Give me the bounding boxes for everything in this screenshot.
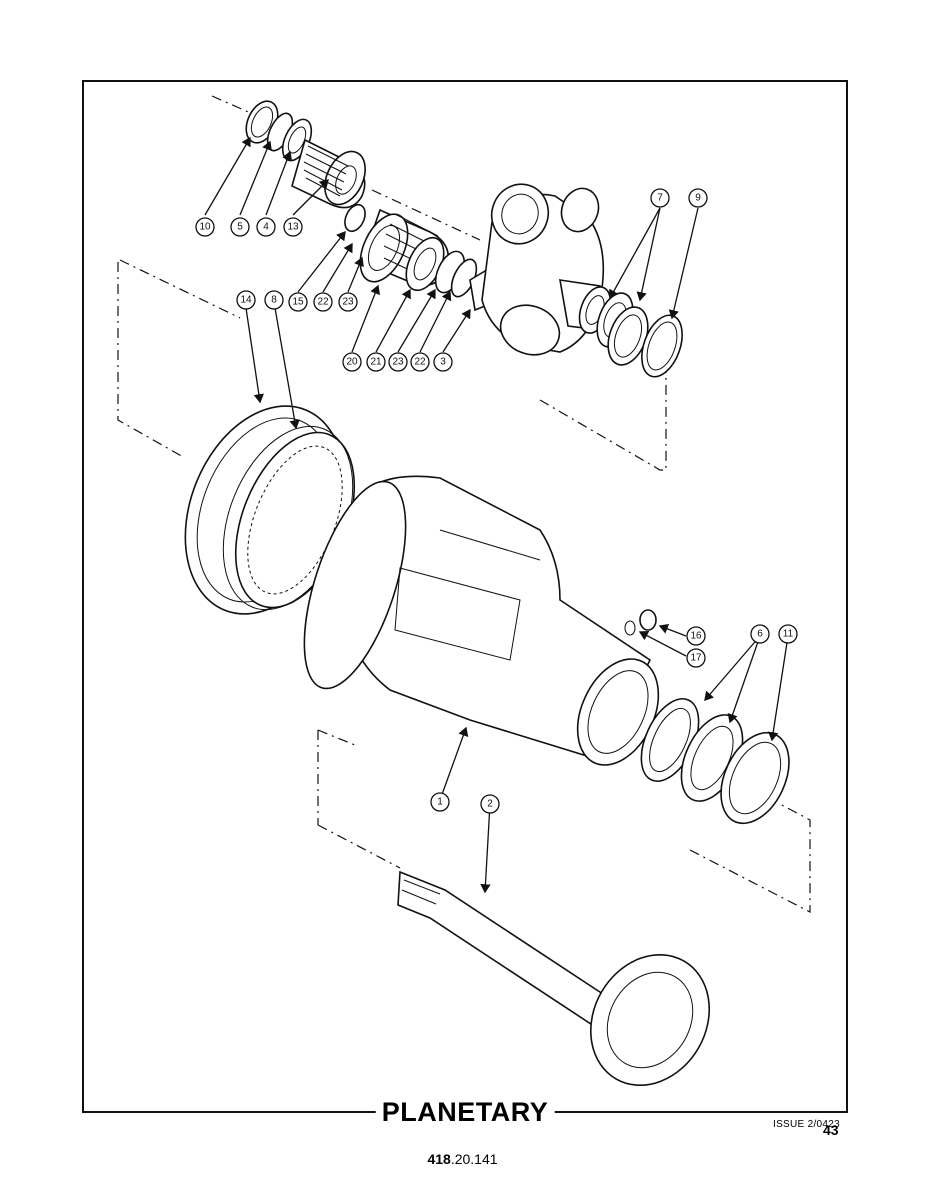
callout-4: 4 bbox=[256, 217, 276, 237]
svg-text:6: 6 bbox=[757, 629, 763, 640]
spacer-rings-22-23 bbox=[434, 250, 478, 298]
svg-text:2: 2 bbox=[487, 799, 493, 810]
svg-text:9: 9 bbox=[695, 193, 701, 204]
axle-shaft-2 bbox=[397, 870, 711, 1087]
svg-text:20: 20 bbox=[346, 357, 358, 368]
callout-22: 22 bbox=[313, 292, 333, 312]
page-title: PLANETARY bbox=[375, 1094, 555, 1130]
callout-21: 21 bbox=[366, 352, 386, 372]
callout-7: 7 bbox=[650, 188, 670, 208]
callout-1: 1 bbox=[430, 792, 450, 812]
callout-13: 13 bbox=[283, 217, 303, 237]
callout-20: 20 bbox=[342, 352, 362, 372]
svg-text:23: 23 bbox=[392, 357, 404, 368]
callout-15: 15 bbox=[288, 292, 308, 312]
leader-lines bbox=[204, 136, 789, 894]
callout-23: 23 bbox=[338, 292, 358, 312]
callout-23b: 23 bbox=[388, 352, 408, 372]
callout-2: 2 bbox=[480, 794, 500, 814]
planet-gear-13 bbox=[291, 138, 366, 209]
svg-text:7: 7 bbox=[657, 193, 663, 204]
document-number-bold: 418 bbox=[427, 1151, 451, 1167]
callout-11: 11 bbox=[778, 624, 798, 644]
svg-text:10: 10 bbox=[199, 222, 211, 233]
callout-9: 9 bbox=[688, 188, 708, 208]
svg-text:4: 4 bbox=[263, 222, 269, 233]
callout-17: 17 bbox=[686, 648, 706, 668]
svg-text:11: 11 bbox=[783, 629, 794, 640]
svg-text:5: 5 bbox=[237, 222, 243, 233]
callout-8: 8 bbox=[264, 290, 284, 310]
svg-text:22: 22 bbox=[414, 357, 426, 368]
svg-text:16: 16 bbox=[690, 631, 702, 642]
svg-text:17: 17 bbox=[690, 653, 702, 664]
svg-text:15: 15 bbox=[292, 297, 304, 308]
svg-text:1: 1 bbox=[437, 797, 443, 808]
document-number: 418.20.141 bbox=[0, 1151, 925, 1167]
snap-ring-15 bbox=[344, 203, 366, 233]
plug-16 bbox=[639, 609, 657, 631]
document-number-rest: .20.141 bbox=[450, 1151, 498, 1167]
drawing-frame bbox=[82, 80, 848, 1112]
svg-text:23: 23 bbox=[342, 297, 354, 308]
svg-text:8: 8 bbox=[271, 295, 277, 306]
callout-6: 6 bbox=[750, 624, 770, 644]
callout-16: 16 bbox=[686, 626, 706, 646]
callout-5: 5 bbox=[230, 217, 250, 237]
callout-3: 3 bbox=[433, 352, 453, 372]
callout-22b: 22 bbox=[410, 352, 430, 372]
washer-17 bbox=[624, 620, 636, 636]
svg-text:3: 3 bbox=[440, 357, 446, 368]
svg-text:22: 22 bbox=[317, 297, 329, 308]
callout-14: 14 bbox=[236, 290, 256, 310]
svg-text:14: 14 bbox=[240, 295, 252, 306]
planet-carrier-3 bbox=[469, 183, 612, 356]
callout-10: 10 bbox=[195, 217, 215, 237]
title-bar: PLANETARY bbox=[82, 1094, 848, 1134]
svg-text:13: 13 bbox=[287, 222, 299, 233]
page-number: 43 bbox=[823, 1122, 839, 1138]
axle-housing-1 bbox=[303, 475, 660, 766]
issue-label: ISSUE 2/0423 bbox=[773, 1119, 840, 1130]
center-lines bbox=[117, 95, 811, 913]
svg-text:21: 21 bbox=[370, 357, 382, 368]
